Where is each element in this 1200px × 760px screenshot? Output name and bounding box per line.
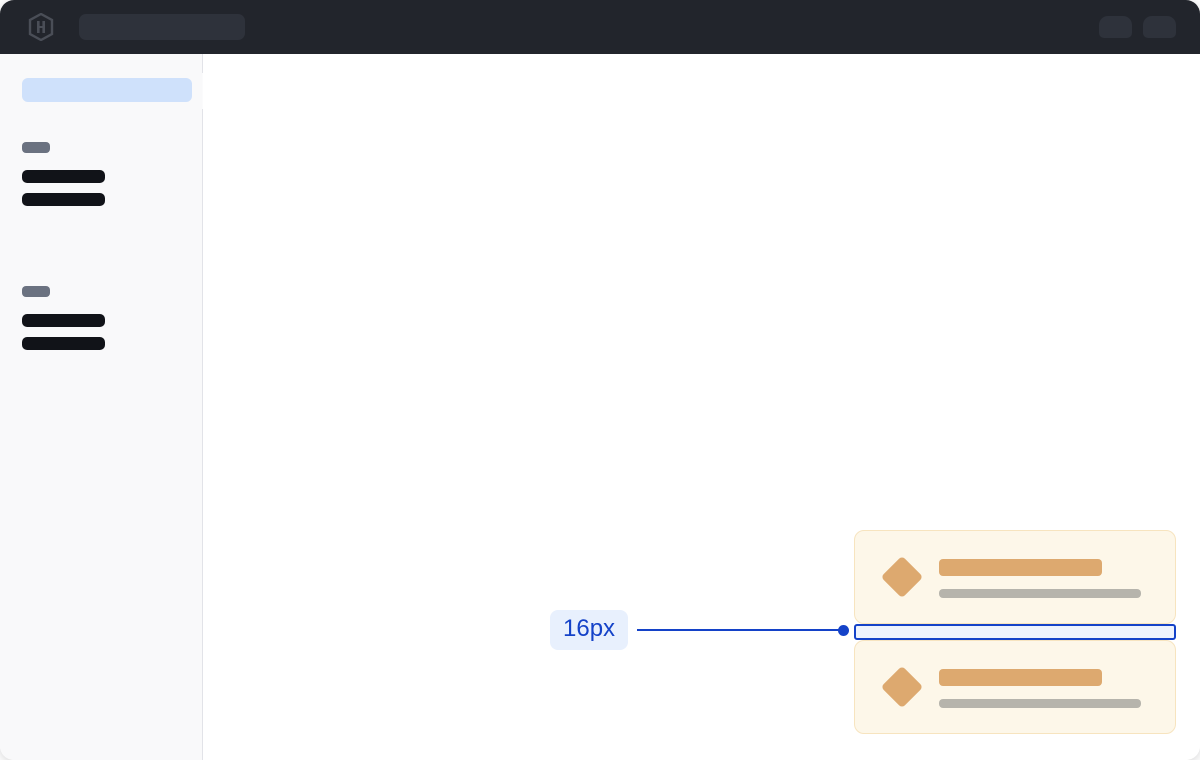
sidebar [0,54,217,760]
top-navigation-bar [0,0,1200,54]
sidebar-item-active[interactable] [22,78,192,102]
sidebar-group-2 [22,286,105,360]
inspected-card-stack [854,530,1176,734]
spacing-value-chip: 16px [550,610,629,650]
body-area: 16px [0,54,1200,760]
sidebar-item-g1-2[interactable] [22,193,105,206]
hexagon-h-logo-icon[interactable] [28,13,54,41]
diamond-icon [880,555,924,599]
sidebar-item-g2-2[interactable] [22,337,105,350]
card-item[interactable] [854,530,1176,624]
topbar-action-1-icon[interactable] [1099,16,1132,38]
sidebar-item-g1-1[interactable] [22,170,105,183]
leader-line [637,629,840,631]
card-item[interactable] [854,640,1176,734]
topbar-action-2-icon[interactable] [1143,16,1176,38]
card-text-block [939,667,1150,708]
sidebar-item-g2-1[interactable] [22,314,105,327]
diamond-icon [880,665,924,709]
sidebar-group-1 [22,142,105,216]
card-subtitle [939,698,1141,708]
card-text-block [939,557,1150,598]
sidebar-group-1-label [22,142,50,153]
card-title [939,558,1102,576]
gap-measurement-box [854,624,1176,640]
spacing-annotation: 16px [550,610,850,650]
card-subtitle [939,588,1141,598]
sidebar-group-2-label [22,286,50,297]
measurement-endpoint-dot-icon [838,624,850,636]
main-content-area: 16px [203,54,1200,760]
topbar-actions [1099,16,1176,38]
card-title [939,668,1102,686]
global-search-input[interactable] [79,14,245,40]
